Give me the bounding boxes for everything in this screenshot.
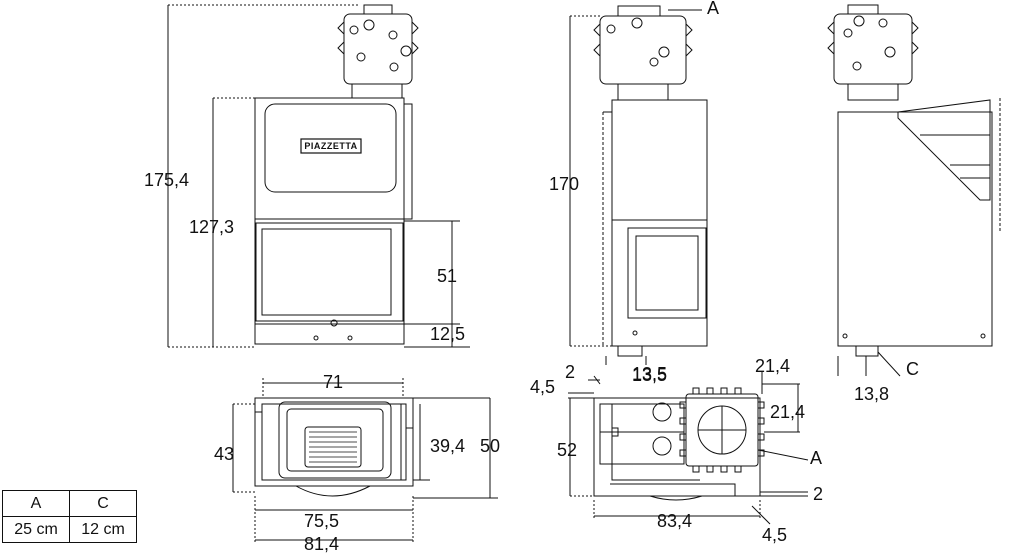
front-body	[254, 97, 405, 345]
dim-top-right-offset-bottom: 4,5	[762, 525, 787, 545]
rear-flue-box	[827, 4, 919, 101]
label-rear-duct: C	[906, 359, 919, 379]
legend-value-row: 25 cm 12 cm	[2, 516, 137, 543]
dim-top-left-inner-depth: 39,4	[430, 436, 465, 456]
duct-size-legend: A C 25 cm 12 cm	[2, 490, 137, 543]
rear-dimensions	[837, 351, 901, 377]
front-view	[254, 4, 419, 345]
top-view-right-dimensions	[568, 372, 809, 525]
dim-top-right-offset-left: 2	[565, 362, 575, 382]
dim-front-body-height: 127,3	[189, 217, 234, 237]
side-body	[611, 99, 708, 347]
dim-top-left-inner-width: 71	[323, 372, 343, 392]
front-flue-box	[337, 4, 419, 99]
dim-front-base-height: 12,5	[430, 324, 465, 344]
dim-top-left-overall-width: 81,4	[304, 534, 339, 553]
logo-plate	[300, 138, 362, 154]
front-upper-panel	[264, 103, 397, 193]
rear-body	[837, 111, 993, 347]
dim-top-right-offset-mid: 13,5	[632, 365, 667, 385]
legend-value-c: 12 cm	[69, 516, 137, 543]
rear-view	[827, 4, 1001, 357]
dim-side-bottom-offset: 13,5	[632, 364, 667, 384]
front-glass-door	[255, 222, 404, 322]
top-view-left	[254, 397, 414, 497]
fire-grate	[304, 426, 362, 468]
dim-side-height: 170	[549, 174, 579, 194]
dim-front-overall-height: 175,4	[144, 170, 189, 190]
dim-top-left-outer-depth: 50	[480, 436, 500, 456]
side-flue-box	[593, 5, 693, 101]
legend-header-a: A	[2, 490, 70, 517]
dim-top-right-collar-x: 21,4	[755, 356, 790, 376]
top-view-right	[593, 387, 765, 501]
legend-value-a: 25 cm	[2, 516, 70, 543]
side-dimensions	[569, 9, 702, 365]
label-side-duct: A	[707, 0, 719, 18]
dim-top-right-collar-y: 21,4	[770, 402, 805, 422]
dim-top-left-depth: 43	[214, 444, 234, 464]
legend-header-row: A C	[2, 490, 137, 517]
dim-top-left-width-mid: 75,5	[304, 511, 339, 531]
dim-top-right-offset-top: 4,5	[530, 377, 555, 397]
dim-rear-bottom-offset: 13,8	[854, 384, 889, 404]
dim-top-right-width: 83,4	[657, 511, 692, 531]
dim-top-right-depth: 52	[557, 440, 577, 460]
dim-front-glass-height: 51	[437, 266, 457, 286]
label-top-right-duct: A	[810, 448, 822, 468]
dim-top-right-offset-right: 2	[813, 484, 823, 504]
side-view	[593, 5, 708, 357]
top-view-left-dimensions	[232, 378, 498, 544]
legend-header-c: C	[69, 490, 137, 517]
logo-brand: PIAZZETTA	[304, 141, 357, 151]
front-dimensions	[167, 4, 470, 348]
